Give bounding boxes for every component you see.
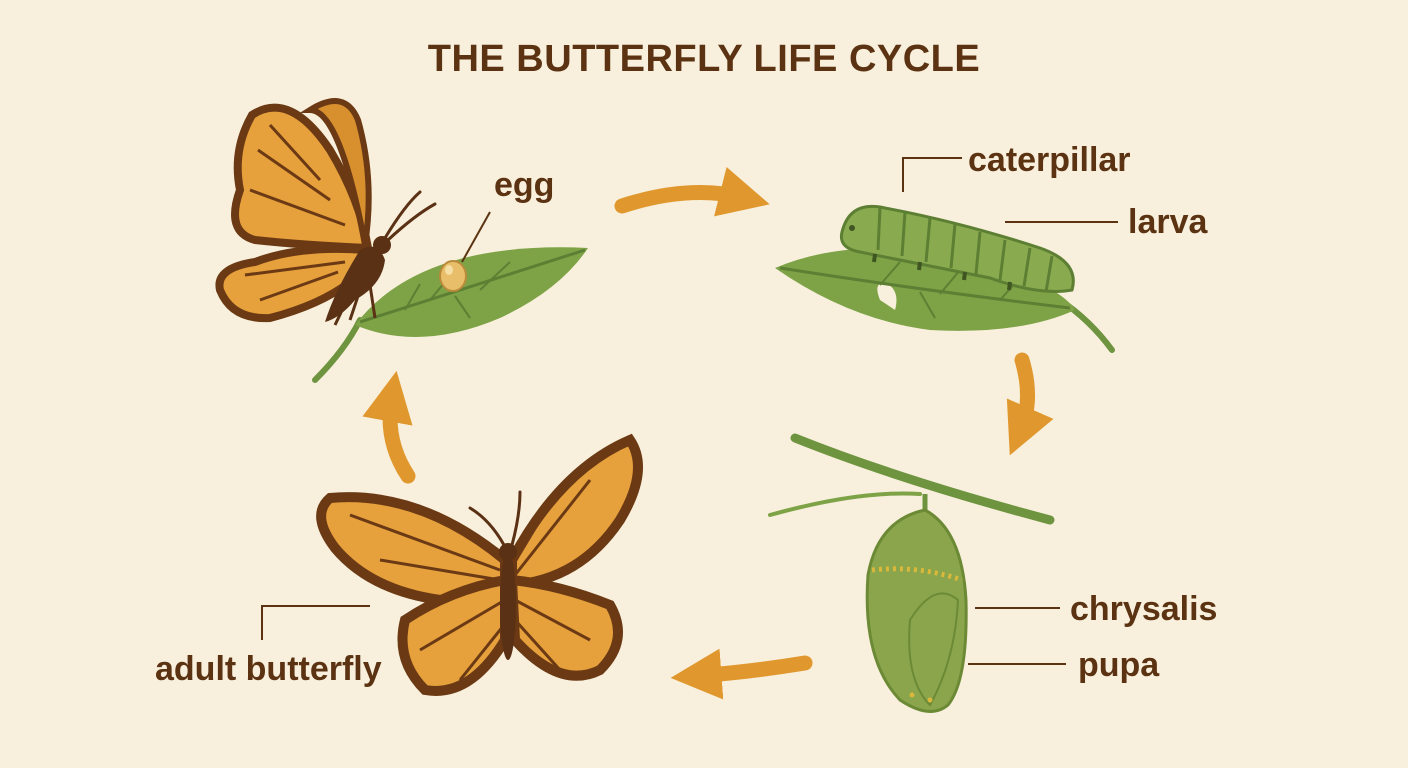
label-larva: larva [1128,203,1208,241]
label-chrysalis: chrysalis [1070,590,1218,628]
adult-butterfly [316,433,643,696]
caterpillar [839,205,1075,293]
arrow-egg-to-caterpillar [614,167,770,217]
page-title: THE BUTTERFLY LIFE CYCLE [427,38,981,80]
label-adult-butterfly: adult butterfly [155,650,382,688]
arrow-caterpillar-to-chrysalis [1006,352,1054,456]
label-egg: egg [494,166,555,204]
label-caterpillar: caterpillar [968,141,1131,179]
arrow-chrysalis-to-adult [670,648,813,700]
twig [768,433,1055,525]
egg-leader-line [461,211,491,263]
label-pupa: pupa [1078,646,1160,684]
arrow-adult-to-egg [362,370,416,484]
chrysalis [865,508,968,713]
egg [439,260,467,292]
egg-leaf [312,247,588,383]
adult-leader-line [261,605,370,640]
caterpillar-leader-line [902,157,962,192]
butterfly-laying-egg [215,98,437,326]
